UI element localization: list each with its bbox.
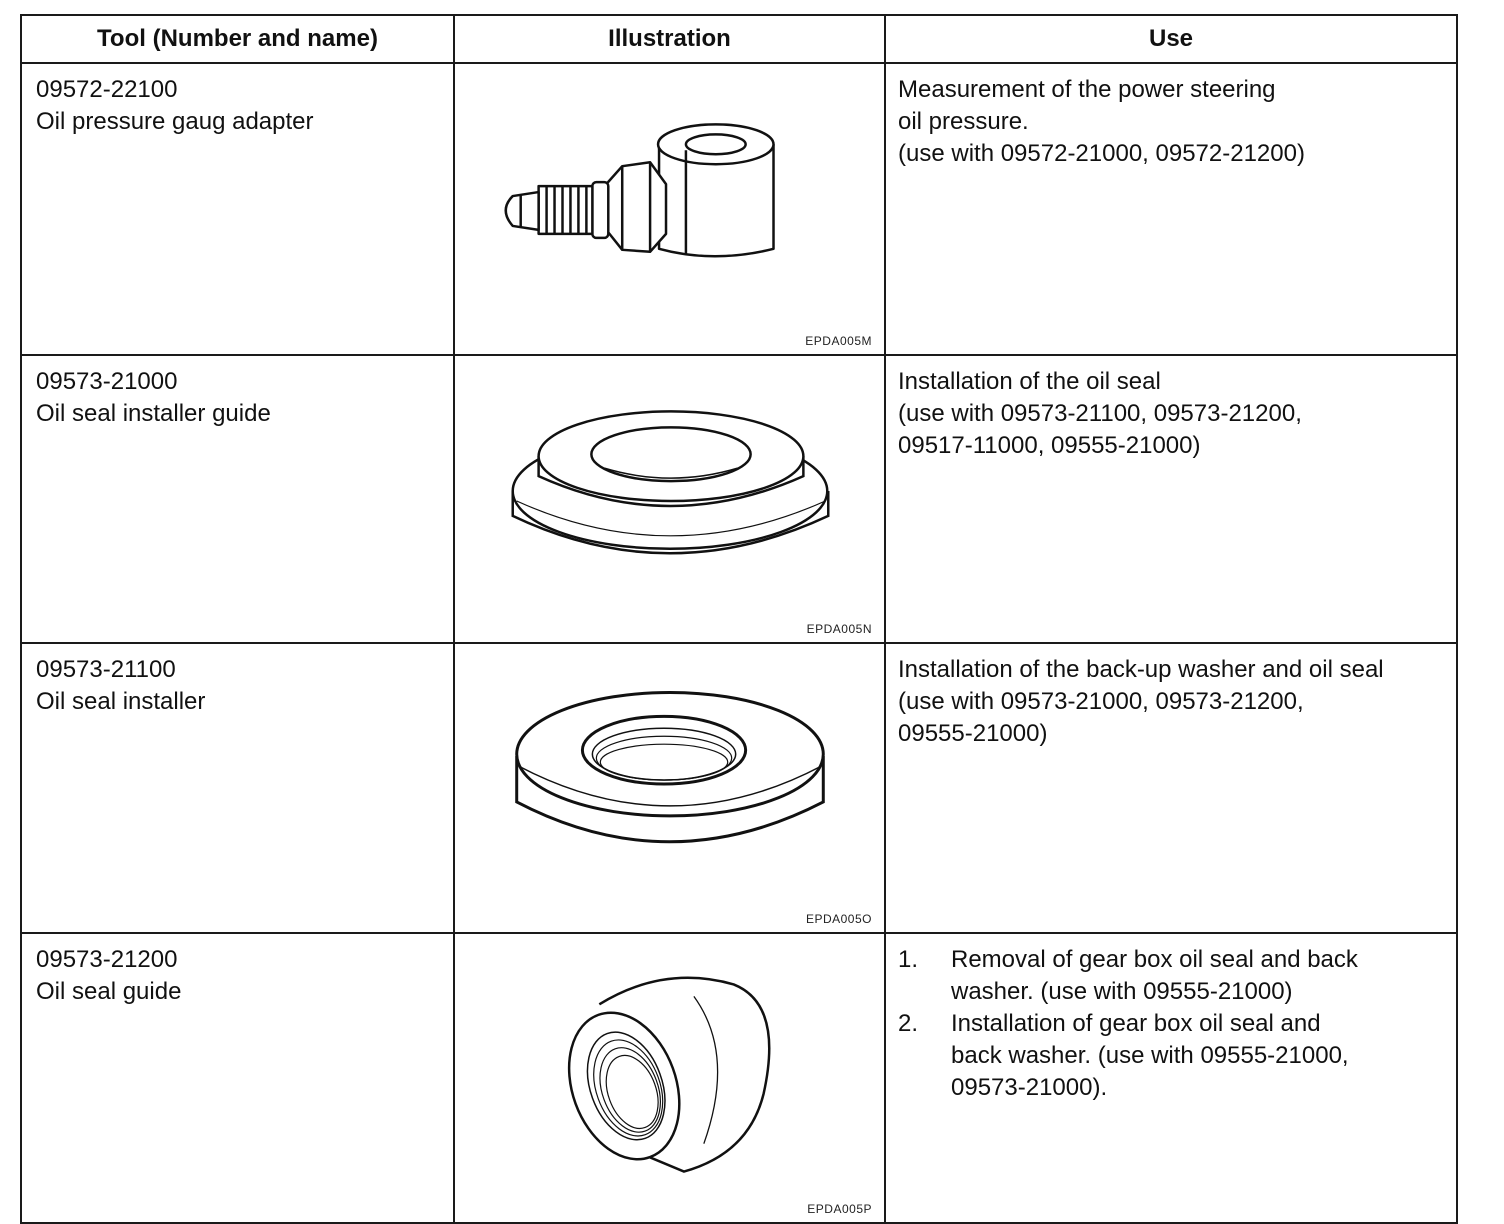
- table-row: 09572-22100 Oil pressure gaug adapter: [20, 62, 1458, 356]
- flanged-ring-guide-icon: [511, 410, 830, 555]
- header-illustration: Illustration: [453, 14, 886, 64]
- use-line: 09517-11000, 09555-21000): [898, 432, 1201, 459]
- use-line: back washer. (use with 09555-21000,: [951, 1042, 1349, 1069]
- use-line: Removal of gear box oil seal and back: [951, 946, 1358, 973]
- header-use: Use: [884, 14, 1458, 64]
- tool-cell: 09573-21000 Oil seal installer guide: [20, 354, 455, 644]
- tool-name: Oil seal guide: [36, 978, 182, 1005]
- header-tool: Tool (Number and name): [20, 14, 455, 64]
- illustration-cell: EPDA005N: [453, 354, 886, 644]
- tool-cell: 09573-21200 Oil seal guide: [20, 932, 455, 1224]
- list-item: 2. Installation of gear box oil seal and…: [898, 1008, 1444, 1104]
- use-line: Installation of gear box oil seal and: [951, 1010, 1321, 1037]
- use-cell: 1. Removal of gear box oil seal and back…: [884, 932, 1458, 1224]
- image-code: EPDA005P: [807, 1202, 872, 1216]
- illustration-cell: EPDA005O: [453, 642, 886, 934]
- tool-number: 09573-21000: [36, 368, 178, 395]
- use-steps-list: 1. Removal of gear box oil seal and back…: [898, 944, 1444, 1104]
- use-line: 09573-21000).: [951, 1074, 1108, 1101]
- tool-number: 09572-22100: [36, 76, 178, 103]
- use-line: oil pressure.: [898, 108, 1029, 135]
- table-row: 09573-21100 Oil seal installer EPDA005O …: [20, 642, 1458, 934]
- tool-number: 09573-21200: [36, 946, 178, 973]
- pressure-gauge-adapter-icon: [504, 123, 775, 258]
- illustration-cell: EPDA005M: [453, 62, 886, 356]
- table-row: 09573-21200 Oil seal guide EPDA005P: [20, 932, 1458, 1224]
- tool-cell: 09573-21100 Oil seal installer: [20, 642, 455, 934]
- use-cell: Installation of the oil seal (use with 0…: [884, 354, 1458, 644]
- use-line: 09555-21000): [898, 720, 1048, 747]
- use-cell: Installation of the back-up washer and o…: [884, 642, 1458, 934]
- image-code: EPDA005O: [805, 912, 872, 926]
- tool-name: Oil pressure gaug adapter: [36, 108, 314, 135]
- tool-cell: 09572-22100 Oil pressure gaug adapter: [20, 62, 455, 356]
- step-number: 1.: [898, 946, 919, 973]
- use-line: (use with 09573-21100, 09573-21200,: [898, 400, 1302, 427]
- special-tools-table: Tool (Number and name) Illustration Use …: [20, 14, 1458, 1224]
- list-item: 1. Removal of gear box oil seal and back…: [898, 944, 1444, 1008]
- use-line: Measurement of the power steering: [898, 76, 1276, 103]
- use-line: washer. (use with 09555-21000): [951, 978, 1293, 1005]
- tool-number: 09573-21100: [36, 656, 176, 683]
- use-line: (use with 09572-21000, 09572-21200): [898, 140, 1305, 167]
- tool-name: Oil seal installer: [36, 688, 206, 715]
- tool-name: Oil seal installer guide: [36, 400, 271, 427]
- use-line: Installation of the oil seal: [898, 368, 1161, 395]
- threaded-ring-installer-icon: [515, 690, 825, 844]
- step-number: 2.: [898, 1010, 919, 1037]
- threaded-sleeve-guide-icon: [567, 976, 771, 1173]
- table-row: 09573-21000 Oil seal installer guide EPD…: [20, 354, 1458, 644]
- use-line: Installation of the back-up washer and o…: [898, 656, 1384, 683]
- header-row: Tool (Number and name) Illustration Use: [20, 14, 1458, 64]
- use-line: (use with 09573-21000, 09573-21200,: [898, 688, 1304, 715]
- use-cell: Measurement of the power steering oil pr…: [884, 62, 1458, 356]
- image-code: EPDA005N: [806, 622, 872, 636]
- image-code: EPDA005M: [805, 334, 872, 348]
- illustration-cell: EPDA005P: [453, 932, 886, 1224]
